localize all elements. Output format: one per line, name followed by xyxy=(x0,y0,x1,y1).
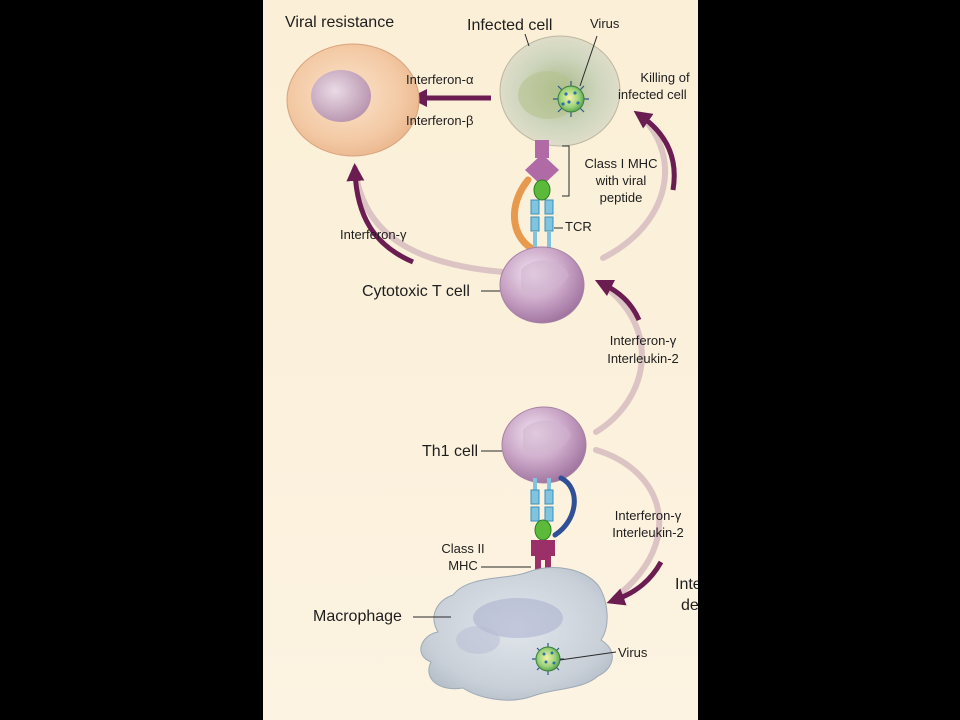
label-infected-cell: Infected cell xyxy=(467,17,553,34)
label-tcr: TCR xyxy=(565,219,592,234)
tcr-receptor xyxy=(530,199,554,248)
label-low-interleukin-2: Interleukin-2 xyxy=(612,525,684,540)
label-interferon-beta: Interferon-β xyxy=(406,113,474,128)
label-mid-interleukin-2: Interleukin-2 xyxy=(607,351,679,366)
class1-mhc-complex xyxy=(511,140,559,252)
macrophage xyxy=(420,567,613,701)
arrow-th1-to-cytotoxic xyxy=(593,279,645,435)
arrow-interferon-gamma-to-resistance xyxy=(346,163,506,275)
virus-particle-top xyxy=(553,81,589,117)
label-interferon-gamma-left: Interferon-γ xyxy=(340,227,407,242)
label-class2-line2: MHC xyxy=(448,558,478,573)
label-killing-line2: infected cell xyxy=(618,87,687,102)
immune-response-diagram xyxy=(286,33,677,701)
label-cut-line1: Inte xyxy=(675,576,698,593)
label-class2-line1: Class II xyxy=(441,541,485,556)
label-macrophage: Macrophage xyxy=(313,608,402,625)
label-low-interferon-gamma: Interferon-γ xyxy=(614,508,682,523)
diagram-panel: Viral resistance Infected cell Virus Int… xyxy=(263,0,698,720)
label-virus-bottom: Virus xyxy=(618,645,648,660)
label-virus-top: Virus xyxy=(590,16,620,31)
label-killing-line1: Killing of xyxy=(640,70,690,85)
label-class1-line2: with viral xyxy=(595,173,647,188)
th1-cell xyxy=(501,406,587,484)
label-th1-cell: Th1 cell xyxy=(422,443,479,460)
cytotoxic-t-cell xyxy=(499,246,585,324)
label-class1-line1: Class I MHC xyxy=(584,156,658,171)
label-cytotoxic-t-cell: Cytotoxic T cell xyxy=(362,283,470,300)
arrow-killing-infected-cell xyxy=(600,110,677,261)
label-viral-resistance: Viral resistance xyxy=(285,14,395,31)
label-mid-interferon-gamma: Interferon-γ xyxy=(609,333,677,348)
resistant-cell xyxy=(286,43,420,157)
tcr-receptor-th1 xyxy=(530,475,577,538)
label-class1-line3: peptide xyxy=(599,190,643,205)
arrow-th1-to-macrophage xyxy=(593,447,664,606)
label-interferon-alpha: Interferon-α xyxy=(406,72,474,87)
virus-particle-bottom xyxy=(532,643,564,675)
label-cut-line2: de xyxy=(681,597,698,614)
infected-cell xyxy=(499,35,621,147)
leader-lines xyxy=(413,33,617,661)
